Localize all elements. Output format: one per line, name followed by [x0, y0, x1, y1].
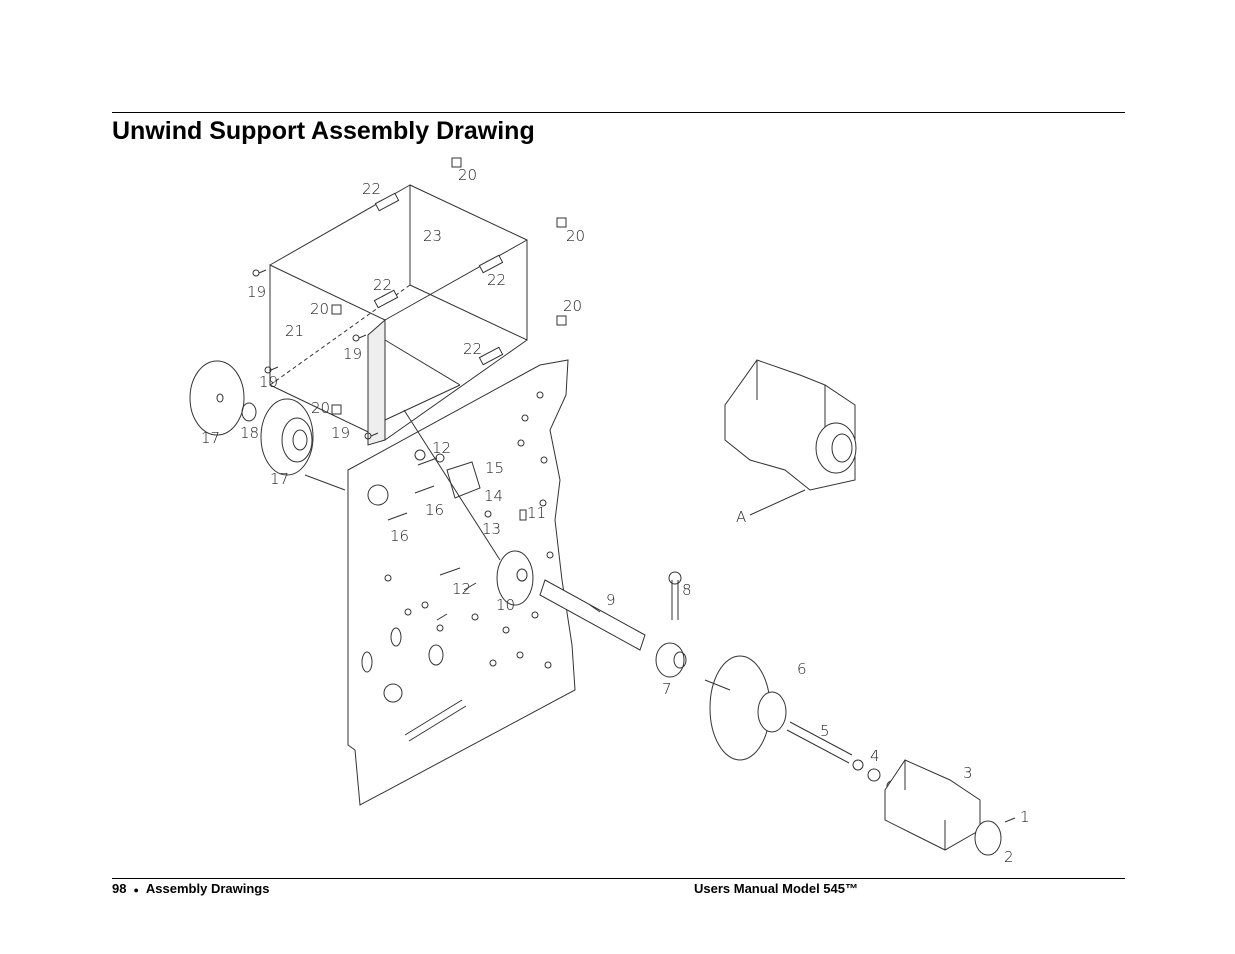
callout-19c: 19: [259, 373, 278, 391]
callout-2: 2: [1004, 848, 1014, 866]
manual-title: Users Manual Model 545™: [694, 881, 858, 896]
callout-a: A: [736, 508, 746, 526]
callout-12b: 12: [452, 580, 471, 598]
callout-23: 23: [423, 227, 442, 245]
callout-17b: 17: [270, 470, 289, 488]
callout-22b: 22: [487, 271, 506, 289]
callout-19a: 19: [247, 283, 266, 301]
page-number: 98: [112, 881, 127, 896]
callout-10: 10: [496, 596, 515, 614]
page-title: Unwind Support Assembly Drawing: [112, 117, 535, 145]
footer-left: 98 ● Assembly Drawings: [112, 881, 269, 898]
callout-1: 1: [1020, 808, 1030, 826]
callout-8: 8: [682, 581, 692, 599]
callout-22c: 22: [373, 276, 392, 294]
callout-20d: 20: [310, 300, 329, 318]
callout-9: 9: [606, 591, 616, 609]
section-name: Assembly Drawings: [145, 881, 270, 896]
callout-6: 6: [797, 660, 807, 678]
callout-7: 7: [662, 680, 672, 698]
callout-16b: 16: [390, 527, 409, 545]
screws: [252, 269, 379, 440]
callout-14: 14: [484, 487, 503, 505]
shaft-assembly: [496, 509, 646, 651]
callout-13: 13: [482, 520, 501, 538]
enclosure-box: [269, 184, 528, 446]
detail-a-view: [724, 359, 857, 516]
callout-22d: 22: [463, 340, 482, 358]
callout-18: 18: [240, 424, 259, 442]
brake-discs: [189, 360, 346, 491]
knob-assembly: [786, 721, 1016, 856]
callout-20c: 20: [563, 297, 582, 315]
callout-3: 3: [963, 764, 973, 782]
callout-20e: 20: [311, 399, 330, 417]
footer-rule: [112, 878, 1125, 879]
callout-12a: 12: [432, 439, 451, 457]
callout-5: 5: [820, 722, 830, 740]
callout-19d: 19: [331, 424, 350, 442]
callout-20b: 20: [566, 227, 585, 245]
callout-11: 11: [527, 504, 546, 522]
hub-and-collar: [655, 571, 787, 761]
callout-15: 15: [485, 459, 504, 477]
callout-17a: 17: [201, 429, 220, 447]
callout-21: 21: [285, 322, 304, 340]
nuts: [331, 157, 567, 415]
header-rule: [112, 112, 1125, 113]
bracket-and-fasteners: [387, 409, 501, 576]
footer-bullet: ●: [133, 884, 139, 895]
callout-22a: 22: [362, 180, 381, 198]
callout-20a: 20: [458, 166, 477, 184]
main-plate: [347, 359, 576, 806]
callout-19b: 19: [343, 345, 362, 363]
callout-16a: 16: [425, 501, 444, 519]
spacers: [373, 192, 504, 366]
callout-4: 4: [870, 747, 880, 765]
